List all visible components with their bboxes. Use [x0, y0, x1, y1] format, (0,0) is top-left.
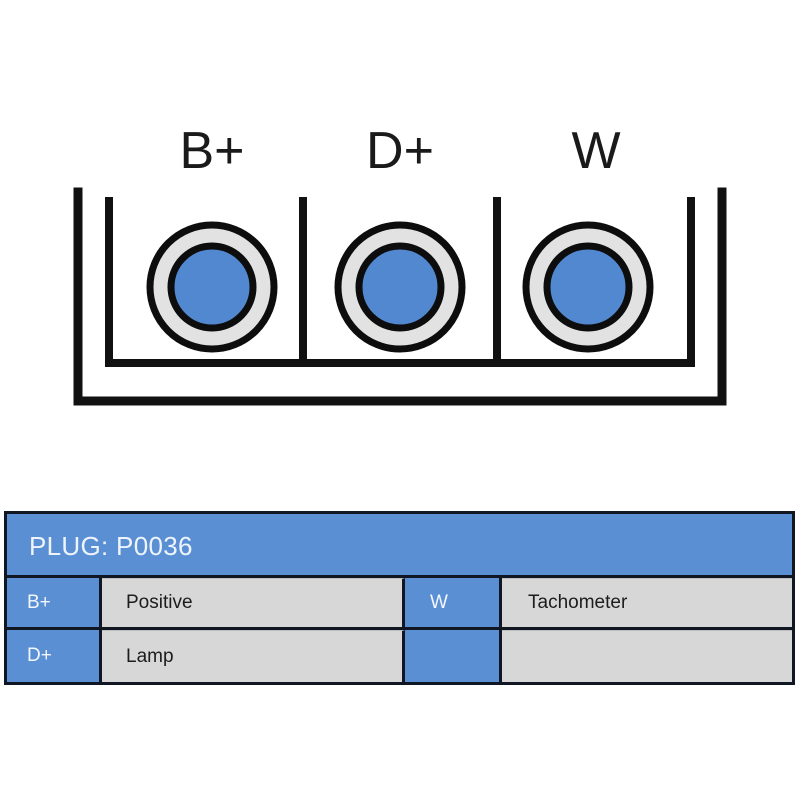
pin-key-b-plus: B+: [7, 578, 102, 627]
table-row: B+ Positive W Tachometer: [7, 578, 792, 630]
plug-title: PLUG: P0036: [7, 514, 792, 578]
terminal-w: [522, 221, 654, 353]
pin-function-b-plus: Positive: [102, 578, 405, 627]
pin-function-empty: [502, 630, 792, 682]
connector-housing-outer: [73, 187, 727, 406]
pin-label-b-plus: B+: [179, 122, 244, 180]
plug-legend-table: PLUG: P0036 B+ Positive W Tachometer D+ …: [4, 511, 795, 685]
pin-function-d-plus: Lamp: [102, 630, 405, 682]
connector-cavity-w: [493, 197, 695, 367]
table-row: D+ Lamp: [7, 630, 792, 682]
connector-diagram: B+ D+ W: [73, 122, 727, 406]
pin-label-d-plus: D+: [366, 122, 434, 180]
pin-key-d-plus: D+: [7, 630, 102, 682]
pin-key-empty: [405, 630, 502, 682]
pin-label-w: W: [571, 122, 620, 180]
terminal-d-plus: [334, 221, 466, 353]
terminal-b-plus: [146, 221, 278, 353]
pin-function-w: Tachometer: [502, 578, 792, 627]
pin-key-w: W: [405, 578, 502, 627]
legend-frame: PLUG: P0036 B+ Positive W Tachometer D+ …: [4, 511, 795, 685]
